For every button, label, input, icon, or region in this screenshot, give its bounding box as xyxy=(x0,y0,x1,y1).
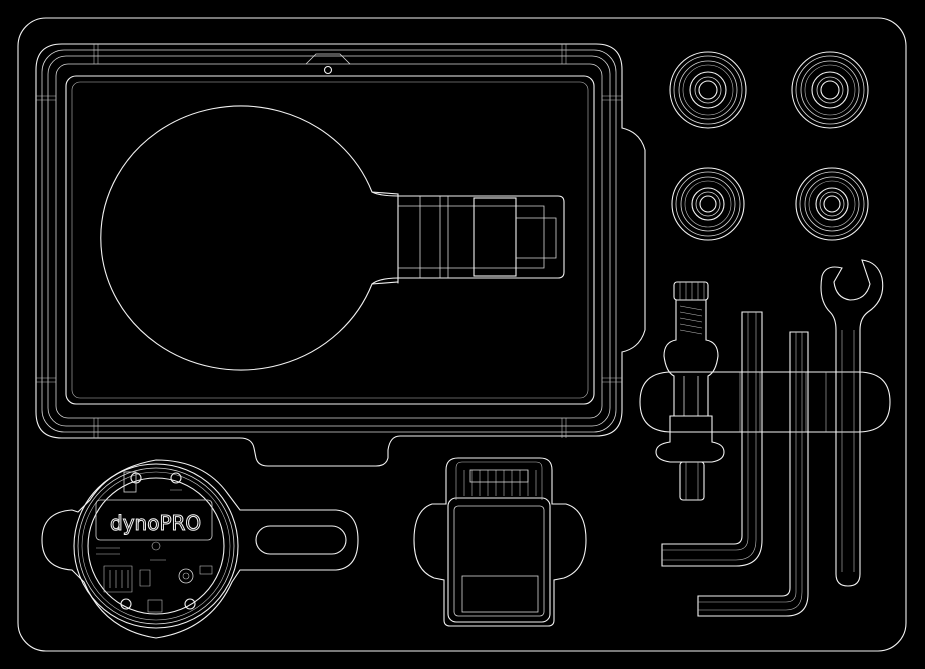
bearing-top-left xyxy=(669,51,747,129)
bearing-group xyxy=(669,51,869,241)
bearing-bottom-left xyxy=(671,167,745,241)
pcb-logo-text: dynoPRO xyxy=(110,511,201,535)
tool-pocket xyxy=(639,371,891,433)
tablet-cutout xyxy=(35,43,646,467)
bolt xyxy=(655,281,725,501)
bearing-bottom-right xyxy=(795,167,869,241)
hex-key-small xyxy=(697,331,809,617)
hex-key-large xyxy=(661,311,763,567)
sensor-pcb: dynoPRO xyxy=(41,459,359,639)
usb-adapter xyxy=(413,457,587,627)
tray-outline xyxy=(17,17,907,652)
bearing-top-right xyxy=(791,51,869,129)
wrench xyxy=(820,259,884,587)
